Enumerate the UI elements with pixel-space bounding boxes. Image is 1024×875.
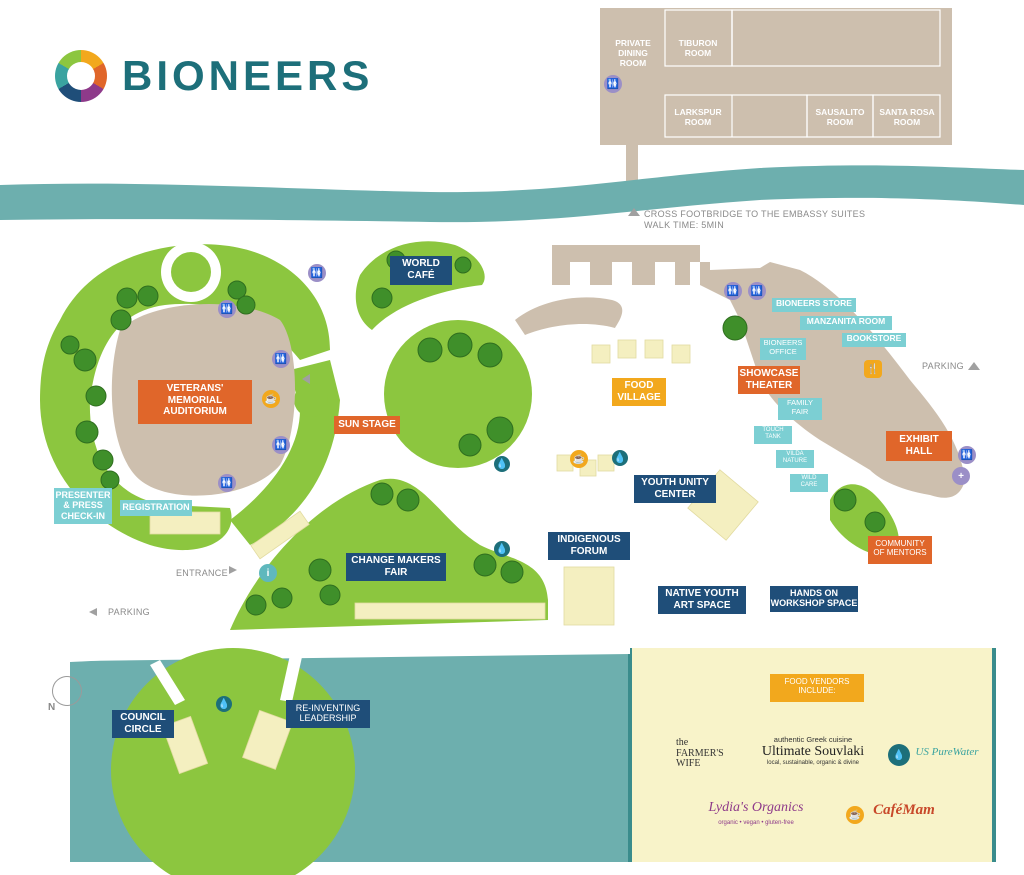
compass-north-label: N xyxy=(48,702,56,713)
indigenous-forum-label[interactable]: INDIGENOUS FORUM xyxy=(548,532,630,560)
restroom-icon[interactable]: 🚻 xyxy=(272,350,290,368)
footbridge-note: CROSS FOOTBRIDGE TO THE EMBASSY SUITES xyxy=(644,209,866,219)
water-drop-icon[interactable]: 💧 xyxy=(612,450,628,466)
manzanita-room-label[interactable]: MANZANITA ROOM xyxy=(800,316,892,330)
tree-group xyxy=(60,250,886,616)
bioneers-store-label[interactable]: BIONEERS STORE xyxy=(772,298,856,312)
walk-time-note: WALK TIME: 5MIN xyxy=(644,220,725,230)
brand-name: BIONEERS xyxy=(122,52,374,99)
souvlaki-subtitle: local, sustainable, organic & divine xyxy=(766,760,860,766)
touch-tank-label[interactable]: TOUCH TANK xyxy=(754,426,792,444)
river-north xyxy=(0,165,1024,223)
bookstore-label[interactable]: BOOKSTORE xyxy=(842,333,906,347)
restroom-icon[interactable]: 🚻 xyxy=(724,282,742,300)
cafe-mam-logo: CaféMam xyxy=(873,802,935,818)
family-fair-label[interactable]: FAMILY FAIR xyxy=(778,398,822,420)
private-dining-room: PRIVATE DINING ROOM xyxy=(615,38,651,69)
coffee-icon: ☕ xyxy=(846,806,864,824)
coffee-icon[interactable]: ☕ xyxy=(262,390,280,408)
world-cafe-label[interactable]: WORLD CAFÉ xyxy=(390,256,452,285)
showcase-theater-label[interactable]: SHOWCASE THEATER xyxy=(738,366,800,394)
world-cafe-lawn xyxy=(355,241,485,330)
parking-left-label[interactable]: PARKING xyxy=(108,607,150,617)
water-drop-icon[interactable]: 💧 xyxy=(494,456,510,472)
pure-water-logo: US PureWater xyxy=(915,746,979,758)
restroom-icon[interactable]: 🚻 xyxy=(272,436,290,454)
vilda-nature-label[interactable]: VILDA NATURE xyxy=(776,450,814,468)
change-makers-fair-label[interactable]: CHANGE MAKERS FAIR xyxy=(346,553,446,581)
first-aid-icon[interactable]: + xyxy=(952,467,970,485)
restroom-icon[interactable]: 🚻 xyxy=(748,282,766,300)
embassy-suites-building xyxy=(600,8,952,145)
restroom-icon[interactable]: 🚻 xyxy=(958,446,976,464)
community-of-mentors-label[interactable]: COMMUNITY OF MENTORS xyxy=(868,536,932,564)
wild-care-label[interactable]: WILD CARE xyxy=(790,474,828,492)
council-circle-label[interactable]: COUNCIL CIRCLE xyxy=(112,710,174,738)
restroom-icon[interactable]: 🚻 xyxy=(604,75,622,93)
water-drop-icon[interactable]: 💧 xyxy=(216,696,232,712)
lydias-subtitle: organic • vegan • gluten-free xyxy=(718,820,794,826)
exhibit-hall-label[interactable]: EXHIBIT HALL xyxy=(886,431,952,461)
food-vendors-header: FOOD VENDORS INCLUDE: xyxy=(770,674,864,702)
info-icon[interactable]: i xyxy=(259,564,277,582)
bioneers-office-label[interactable]: BIONEERS OFFICE xyxy=(760,338,806,360)
hands-on-workshop-label[interactable]: HANDS ON WORKSHOP SPACE xyxy=(770,586,858,612)
entrance-label[interactable]: ENTRANCE xyxy=(176,568,228,578)
youth-unity-center-label[interactable]: YOUTH UNITY CENTER xyxy=(634,475,716,503)
water-drop-icon[interactable]: 💧 xyxy=(494,541,510,557)
restroom-icon[interactable]: 🚻 xyxy=(218,474,236,492)
farmers-wife-logo: the FARMER'S WIFE xyxy=(676,737,724,769)
parking-right-label[interactable]: PARKING xyxy=(922,361,964,371)
lydias-organics-logo: Lydia's Organics xyxy=(708,800,804,815)
restroom-icon[interactable]: 🚻 xyxy=(218,300,236,318)
larkspur-room: LARKSPUR ROOM xyxy=(674,107,722,128)
restroom-icon[interactable]: 🚻 xyxy=(308,264,326,282)
logo-swirl xyxy=(67,62,95,90)
sausalito-room: SAUSALITO ROOM xyxy=(815,107,865,128)
souvlaki-tagline: authentic Greek cuisine xyxy=(773,735,853,744)
presenter-check-in-label[interactable]: PRESENTER & PRESS CHECK-IN xyxy=(54,488,112,524)
water-drop-icon: 💧 xyxy=(888,744,910,766)
reinventing-leadership-label[interactable]: RE-INVENTING LEADERSHIP xyxy=(286,700,370,728)
food-icon[interactable]: 🍴 xyxy=(864,360,882,378)
sun-stage-label[interactable]: SUN STAGE xyxy=(334,416,400,434)
souvlaki-logo: Ultimate Souvlaki xyxy=(761,744,865,759)
coffee-icon[interactable]: ☕ xyxy=(570,450,588,468)
native-youth-art-label[interactable]: NATIVE YOUTH ART SPACE xyxy=(658,586,746,614)
veterans-auditorium-label[interactable]: VETERANS' MEMORIAL AUDITORIUM xyxy=(138,380,252,424)
santa-rosa-room: SANTA ROSA ROOM xyxy=(879,107,935,128)
food-village-label[interactable]: FOOD VILLAGE xyxy=(612,378,666,406)
registration-label[interactable]: REGISTRATION xyxy=(120,500,192,516)
tiburon-room: TIBURON ROOM xyxy=(678,38,718,59)
